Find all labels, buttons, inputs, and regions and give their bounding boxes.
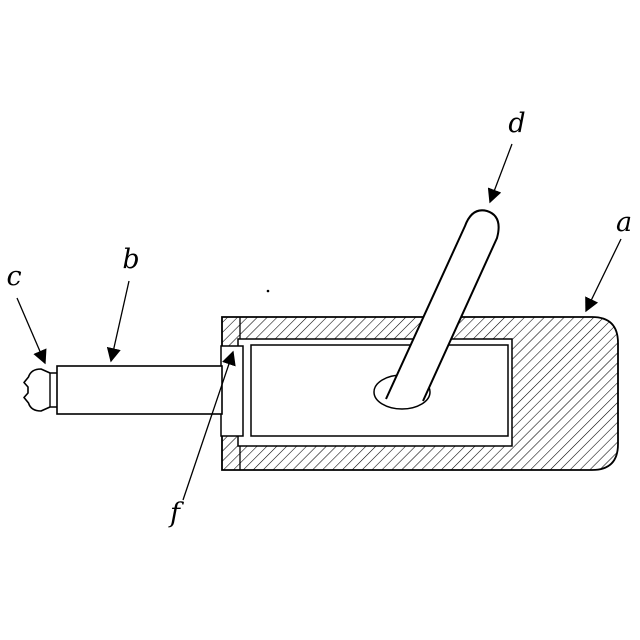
contact-sleeve: [250, 344, 509, 437]
label-c: c: [6, 261, 21, 292]
label-f: f: [168, 498, 184, 529]
label-a: a: [616, 207, 632, 238]
entry-flange: [220, 345, 244, 437]
label-b: b: [122, 244, 139, 275]
leader-b: [106, 280, 130, 363]
leader-c: [16, 297, 47, 365]
stray-mark: [266, 289, 270, 293]
wire-loop: [385, 209, 500, 402]
plug-tip: [23, 368, 57, 412]
leader-f: [182, 350, 236, 501]
plug-shaft: [56, 365, 223, 415]
leader-d: [487, 143, 513, 204]
label-d: d: [508, 108, 525, 139]
leader-a: [585, 238, 622, 313]
